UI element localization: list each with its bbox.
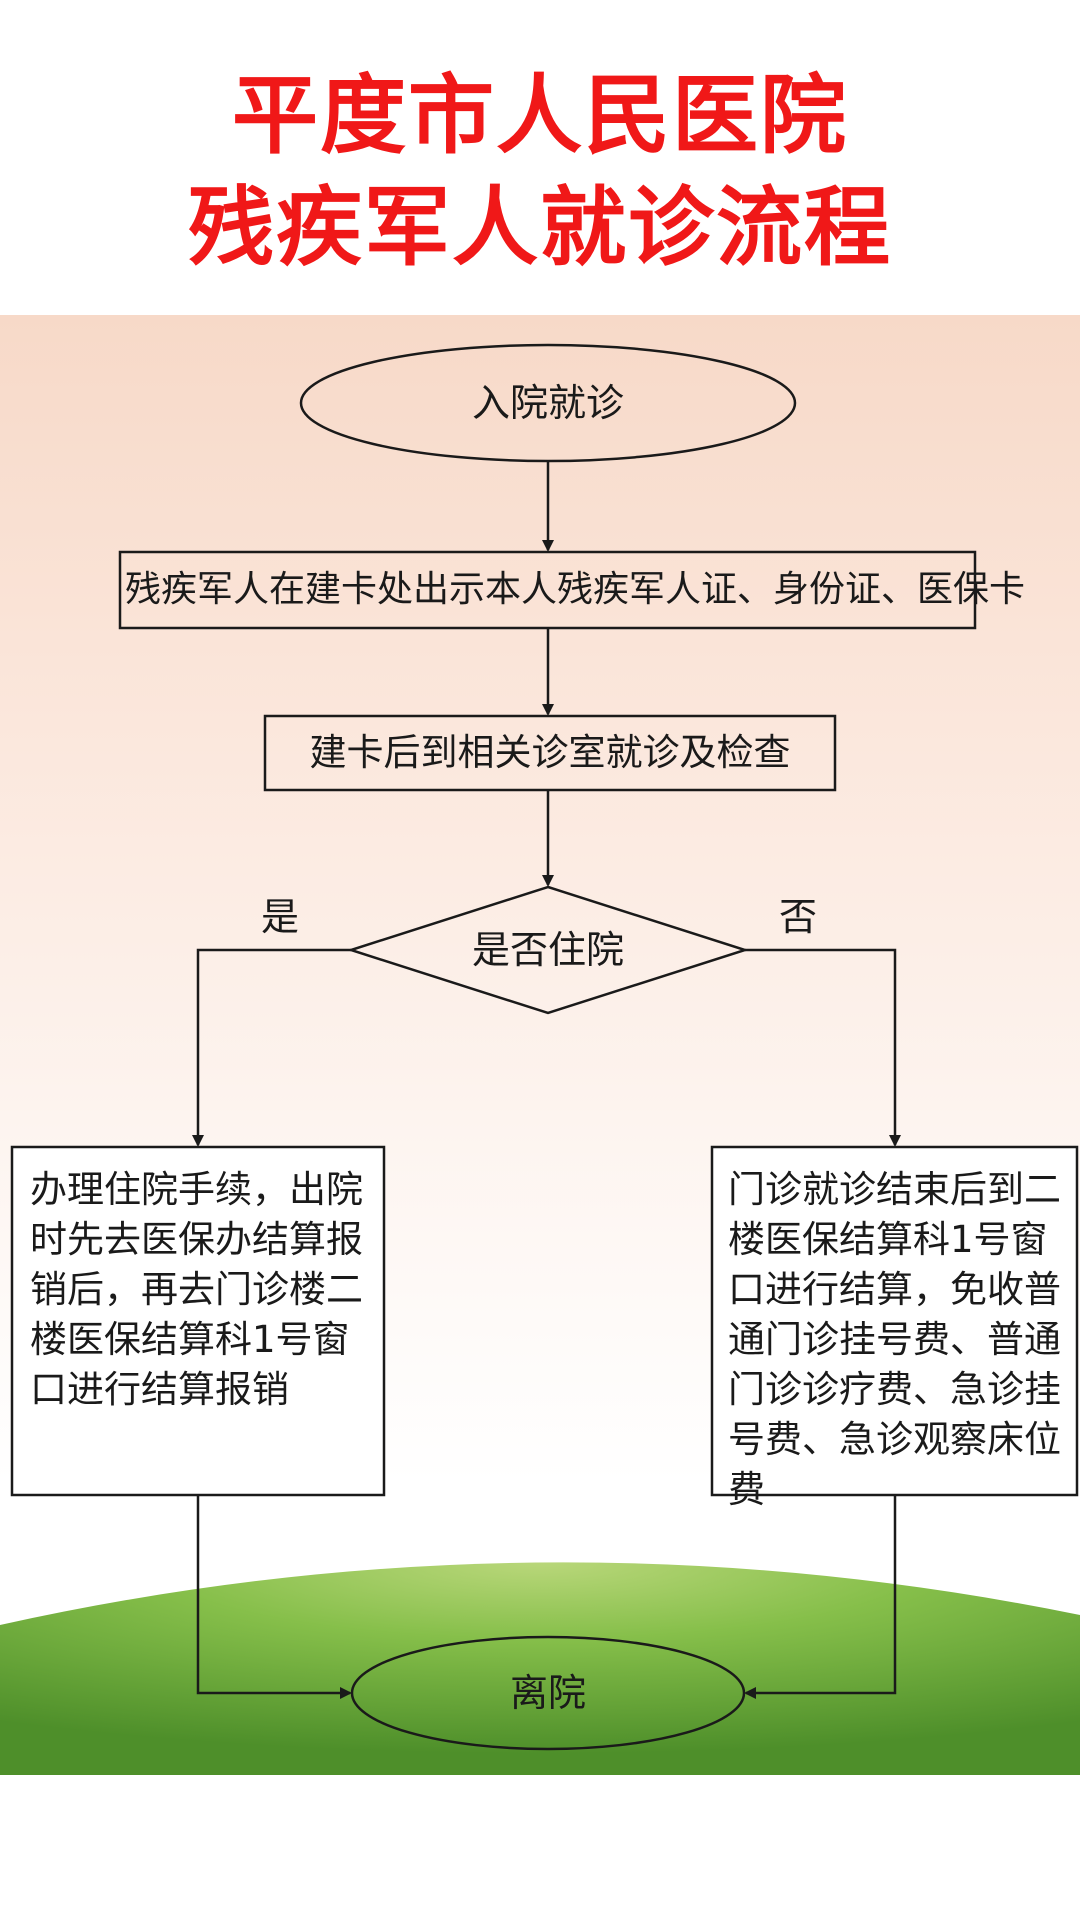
no-label: 否 bbox=[778, 895, 817, 939]
step2-label: 建卡后到相关诊室就诊及检查 bbox=[309, 731, 791, 774]
hospital-name: 平度市人民医院 bbox=[232, 66, 848, 166]
decision-diamond bbox=[346, 885, 750, 1015]
end-ellipse bbox=[350, 1635, 746, 1751]
yes-branch-line bbox=[192, 948, 351, 1147]
yes-label: 是 bbox=[260, 895, 299, 939]
yes-branch-text: 办理住院手续，出院时先去医保办结算报销后，再去门诊楼二楼医保结算科1号窗口进行结… bbox=[30, 1168, 363, 1411]
end-label: 离院 bbox=[509, 1671, 586, 1715]
grass-hill bbox=[0, 1562, 1080, 1775]
no-branch-text: 门诊就诊结束后到二楼医保结算科1号窗口进行结算，免收普通门诊挂号费、普通门诊诊疗… bbox=[728, 1168, 1061, 1511]
poster-title: 平度市人民医院 残疾军人就诊流程 bbox=[0, 60, 1080, 284]
no-branch-line bbox=[745, 948, 901, 1147]
process-title: 残疾军人就诊流程 bbox=[188, 178, 892, 278]
step1-label: 残疾军人在建卡处出示本人残疾军人证、身份证、医保卡 bbox=[125, 569, 1026, 610]
arrow-yes-to-end bbox=[196, 1495, 352, 1699]
no-branch-box bbox=[710, 1145, 1079, 1497]
start-label: 入院就诊 bbox=[471, 381, 624, 425]
flowchart-panel: 入院就诊 残疾军人在建卡处出示本人残疾军人证、身份证、医保卡 建卡后到相关诊室就… bbox=[0, 315, 1080, 1775]
decision-label: 是否住院 bbox=[471, 928, 624, 972]
step2-box bbox=[263, 714, 837, 792]
flowchart-canvas bbox=[0, 343, 1080, 1775]
arrow-no-to-end bbox=[744, 1495, 897, 1699]
